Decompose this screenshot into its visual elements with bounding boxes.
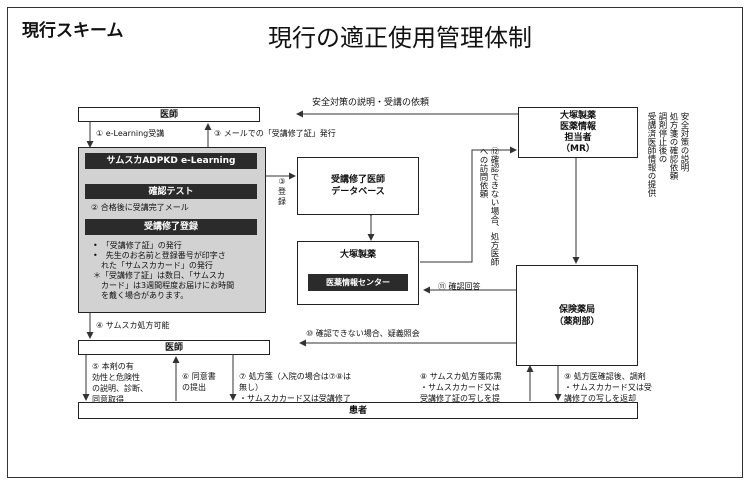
- step1-label: ① e-Learning受講: [96, 129, 165, 138]
- note-item: • 先生のお名前と登録番号が印字さ れた「サムスカカード」の発行: [93, 251, 226, 270]
- step10-label: ⑩ 確認できない場合、疑義照会: [306, 329, 420, 338]
- step4-label: ④ サムスカ処方可能: [96, 321, 170, 330]
- note-item: ＊「受講修了証」は数日、「サムスカ カード」は3週間程度お届けにお時間 を戴く場…: [93, 271, 235, 300]
- safety-request-label: 安全対策の説明・受講の依頼: [312, 98, 430, 108]
- step6-label: ⑥ 同意書 の提出: [182, 372, 216, 392]
- pass-note: ② 合格後に受講完了メール: [91, 203, 189, 212]
- confirmation-test: 確認テスト: [85, 184, 257, 199]
- doctor-mid-box: 医師: [78, 340, 270, 355]
- note-item: • 「受講修了証」の発行: [93, 241, 182, 250]
- step3-register-label: ③ 登 録: [278, 177, 286, 206]
- step12-label: ⑫確認できない場合、処方医師への訪問依頼: [478, 147, 499, 266]
- database-box: 受講修了医師 データベース: [297, 157, 419, 215]
- arrow-step12: [420, 146, 517, 263]
- registration-notes: • 「受講修了証」の発行 • 先生のお名前と登録番号が印字さ れた「サムスカカー…: [93, 241, 263, 301]
- step3-mail-label: ③ メールでの「受講修了証」発行: [214, 129, 336, 138]
- elearning-header: サムスカADPKD e-Learning: [85, 153, 257, 169]
- diagram-frame: [7, 7, 743, 478]
- mr-side-label: 安全対策の説明 処方箋の確認依頼 調剤停止後の 受講済医師情報の提供: [646, 112, 689, 197]
- elearning-panel: サムスカADPKD e-Learning 確認テスト ② 合格後に受講完了メール…: [78, 147, 266, 313]
- doctor-top-box: 医師: [78, 107, 260, 122]
- mr-box: 大塚製薬 医薬情報 担当者 （MR）: [518, 107, 638, 158]
- step9-label: ⑨ 処方医確認後、調剤 ・サムスカカード又は受 講修了の写しを返却: [564, 372, 652, 403]
- registration-box: 受講修了登録: [85, 219, 257, 235]
- step5-label: ⑤ 本剤の有 効性と危険性 の説明、診断、 同意取得: [92, 362, 148, 404]
- info-center-box: 医薬情報センター: [308, 274, 408, 291]
- page-title: 現行の適正使用管理体制: [268, 24, 532, 52]
- otsuka-box: 大塚製薬 医薬情報センター: [297, 241, 419, 305]
- scheme-label: 現行スキーム: [22, 21, 124, 41]
- step11-label: ⑪ 確認回答: [438, 282, 481, 291]
- otsuka-label: 大塚製薬: [339, 250, 376, 260]
- patient-box: 患者: [78, 402, 638, 419]
- pharmacy-box: 保険薬局 （薬剤部）: [516, 265, 638, 366]
